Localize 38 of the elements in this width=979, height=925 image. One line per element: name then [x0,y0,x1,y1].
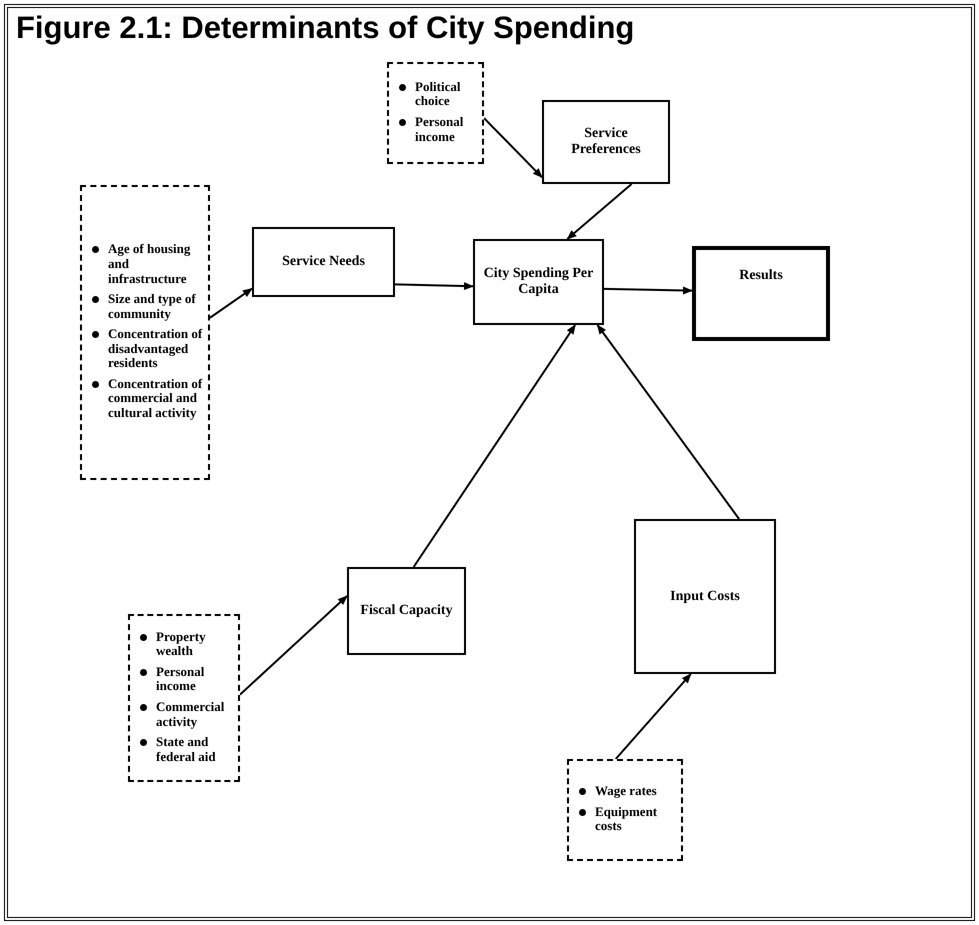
arrow [604,286,693,294]
box-label: Service Preferences [570,126,642,158]
bullet-item: Political choice [395,80,478,109]
bullet-item: Concentration of disadvantaged residents [88,327,204,371]
bullet-item: Equipment costs [575,804,677,834]
arrow [483,117,543,178]
bullet-item: Personal income [136,664,234,694]
arrow [614,673,692,760]
factor-list-box [128,614,240,782]
factor-list-box [80,185,210,480]
arrow [596,324,740,520]
bullet-item: Size and type of community [88,292,204,322]
bullet-item: State and federal aid [136,735,234,764]
arrow [412,324,576,568]
arrow [566,183,632,240]
arrow [239,595,348,696]
process-box [473,239,604,325]
box-label: Input Costs [670,588,740,604]
bullet-item: Property wealth [136,630,234,659]
bullet-item: Concentration of commercial and cultural activity [88,376,204,420]
process-box [347,567,466,655]
arrow [394,282,474,290]
arrow [209,288,253,319]
factor-list-box [567,759,683,861]
box-label: Service Needs [282,254,365,270]
process-box [252,227,395,297]
bullet-item: Commercial activity [136,700,234,730]
bullet-item: Age of housing and infrastructure [88,242,204,286]
result-box [692,246,830,341]
process-box [634,519,776,674]
bullet-item: Wage rates [575,784,677,799]
figure-title: Figure 2.1: Determinants of City Spending [16,10,634,46]
box-label: City Spending Per Capita [482,266,594,298]
bullet-item: Personal income [395,115,478,144]
process-box [542,100,670,184]
box-label: Results [739,268,783,284]
box-label: Fiscal Capacity [360,603,453,619]
factor-list-box [387,62,484,164]
